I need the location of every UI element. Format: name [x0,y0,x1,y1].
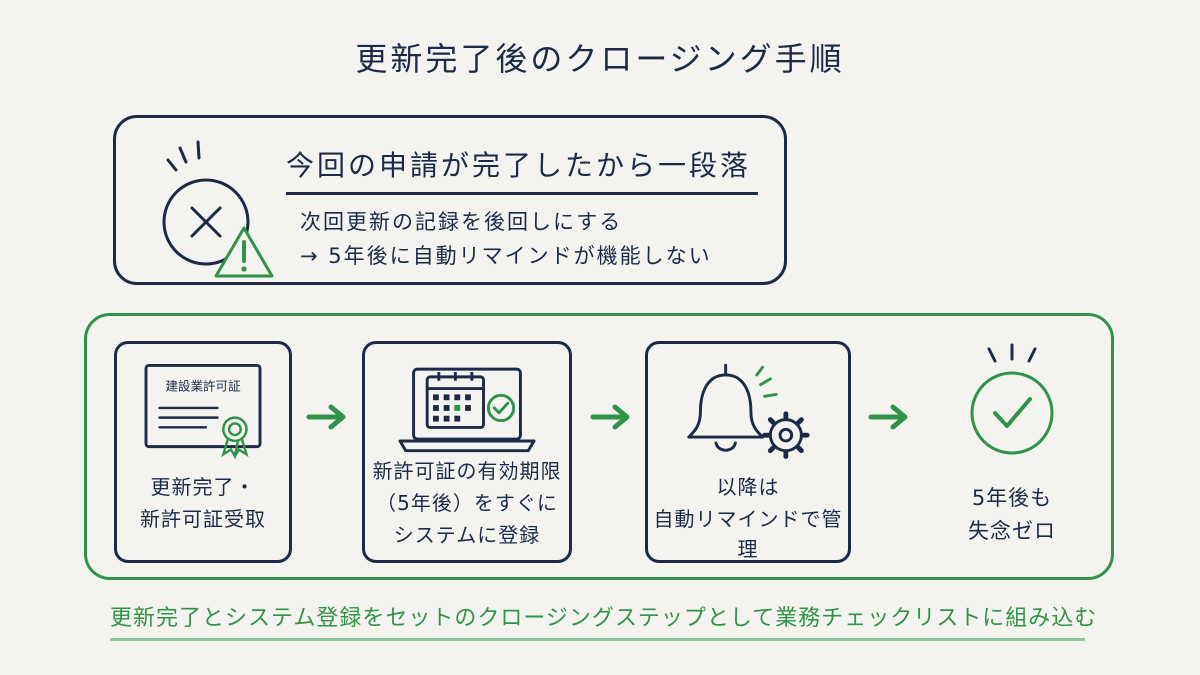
step-label-line: 5年後も [971,486,1053,510]
step-label-line: システムに登録 [393,523,541,547]
warning-line-1: 次回更新の記録を後回しにする [300,210,623,234]
warning-heading: 今回の申請が完了したから一段落 [286,144,758,195]
arrow-right-icon [306,404,346,430]
bell-gear-icon [687,363,810,459]
warning-triangle-icon [214,226,274,278]
page-title: 更新完了後のクロージング手順 [355,40,845,78]
warning-line-2: → 5年後に自動リマインドが機能しない [300,244,712,268]
step-register-expiry: 新許可証の有効期限 （5年後）をすぐに システムに登録 [362,341,572,563]
footer-underline [110,638,1085,641]
step-label-line: 新許可証の有効期限 [372,459,562,483]
step-label-line: 新許可証受取 [140,507,266,531]
x-circle-warning-icon [162,140,274,278]
warning-box: 今回の申請が完了したから一段落 次回更新の記録を後回しにする → 5年後に自動リ… [113,115,787,285]
step-label-line: 以降は [716,475,780,499]
step-label-line: 自動リマインドで管理 [653,507,843,561]
arrow-right-icon [868,404,908,430]
arrow-right-icon [590,404,630,430]
certificate-icon: 建設業許可証 [144,364,262,460]
step-auto-reminder: 以降は 自動リマインドで管理 [645,341,851,563]
step-zero-missed: 5年後も 失念ゼロ [937,341,1087,563]
certificate-text: 建設業許可証 [165,379,241,394]
step-label-line: （5年後）をすぐに [376,491,558,515]
step-label-line: 失念ゼロ [968,519,1056,543]
step-renewal-complete: 建設業許可証 更新完了・ 新許可証受取 [114,341,292,563]
check-circle-icon [970,343,1054,455]
step-label-line: 更新完了・ [150,475,256,499]
footer-note: 更新完了とシステム登録をセットのクロージングステップとして業務チェックリストに組… [110,606,1098,631]
calendar-laptop-icon [398,367,536,453]
flow-box: 建設業許可証 更新完了・ 新許可証受取 [84,313,1114,580]
